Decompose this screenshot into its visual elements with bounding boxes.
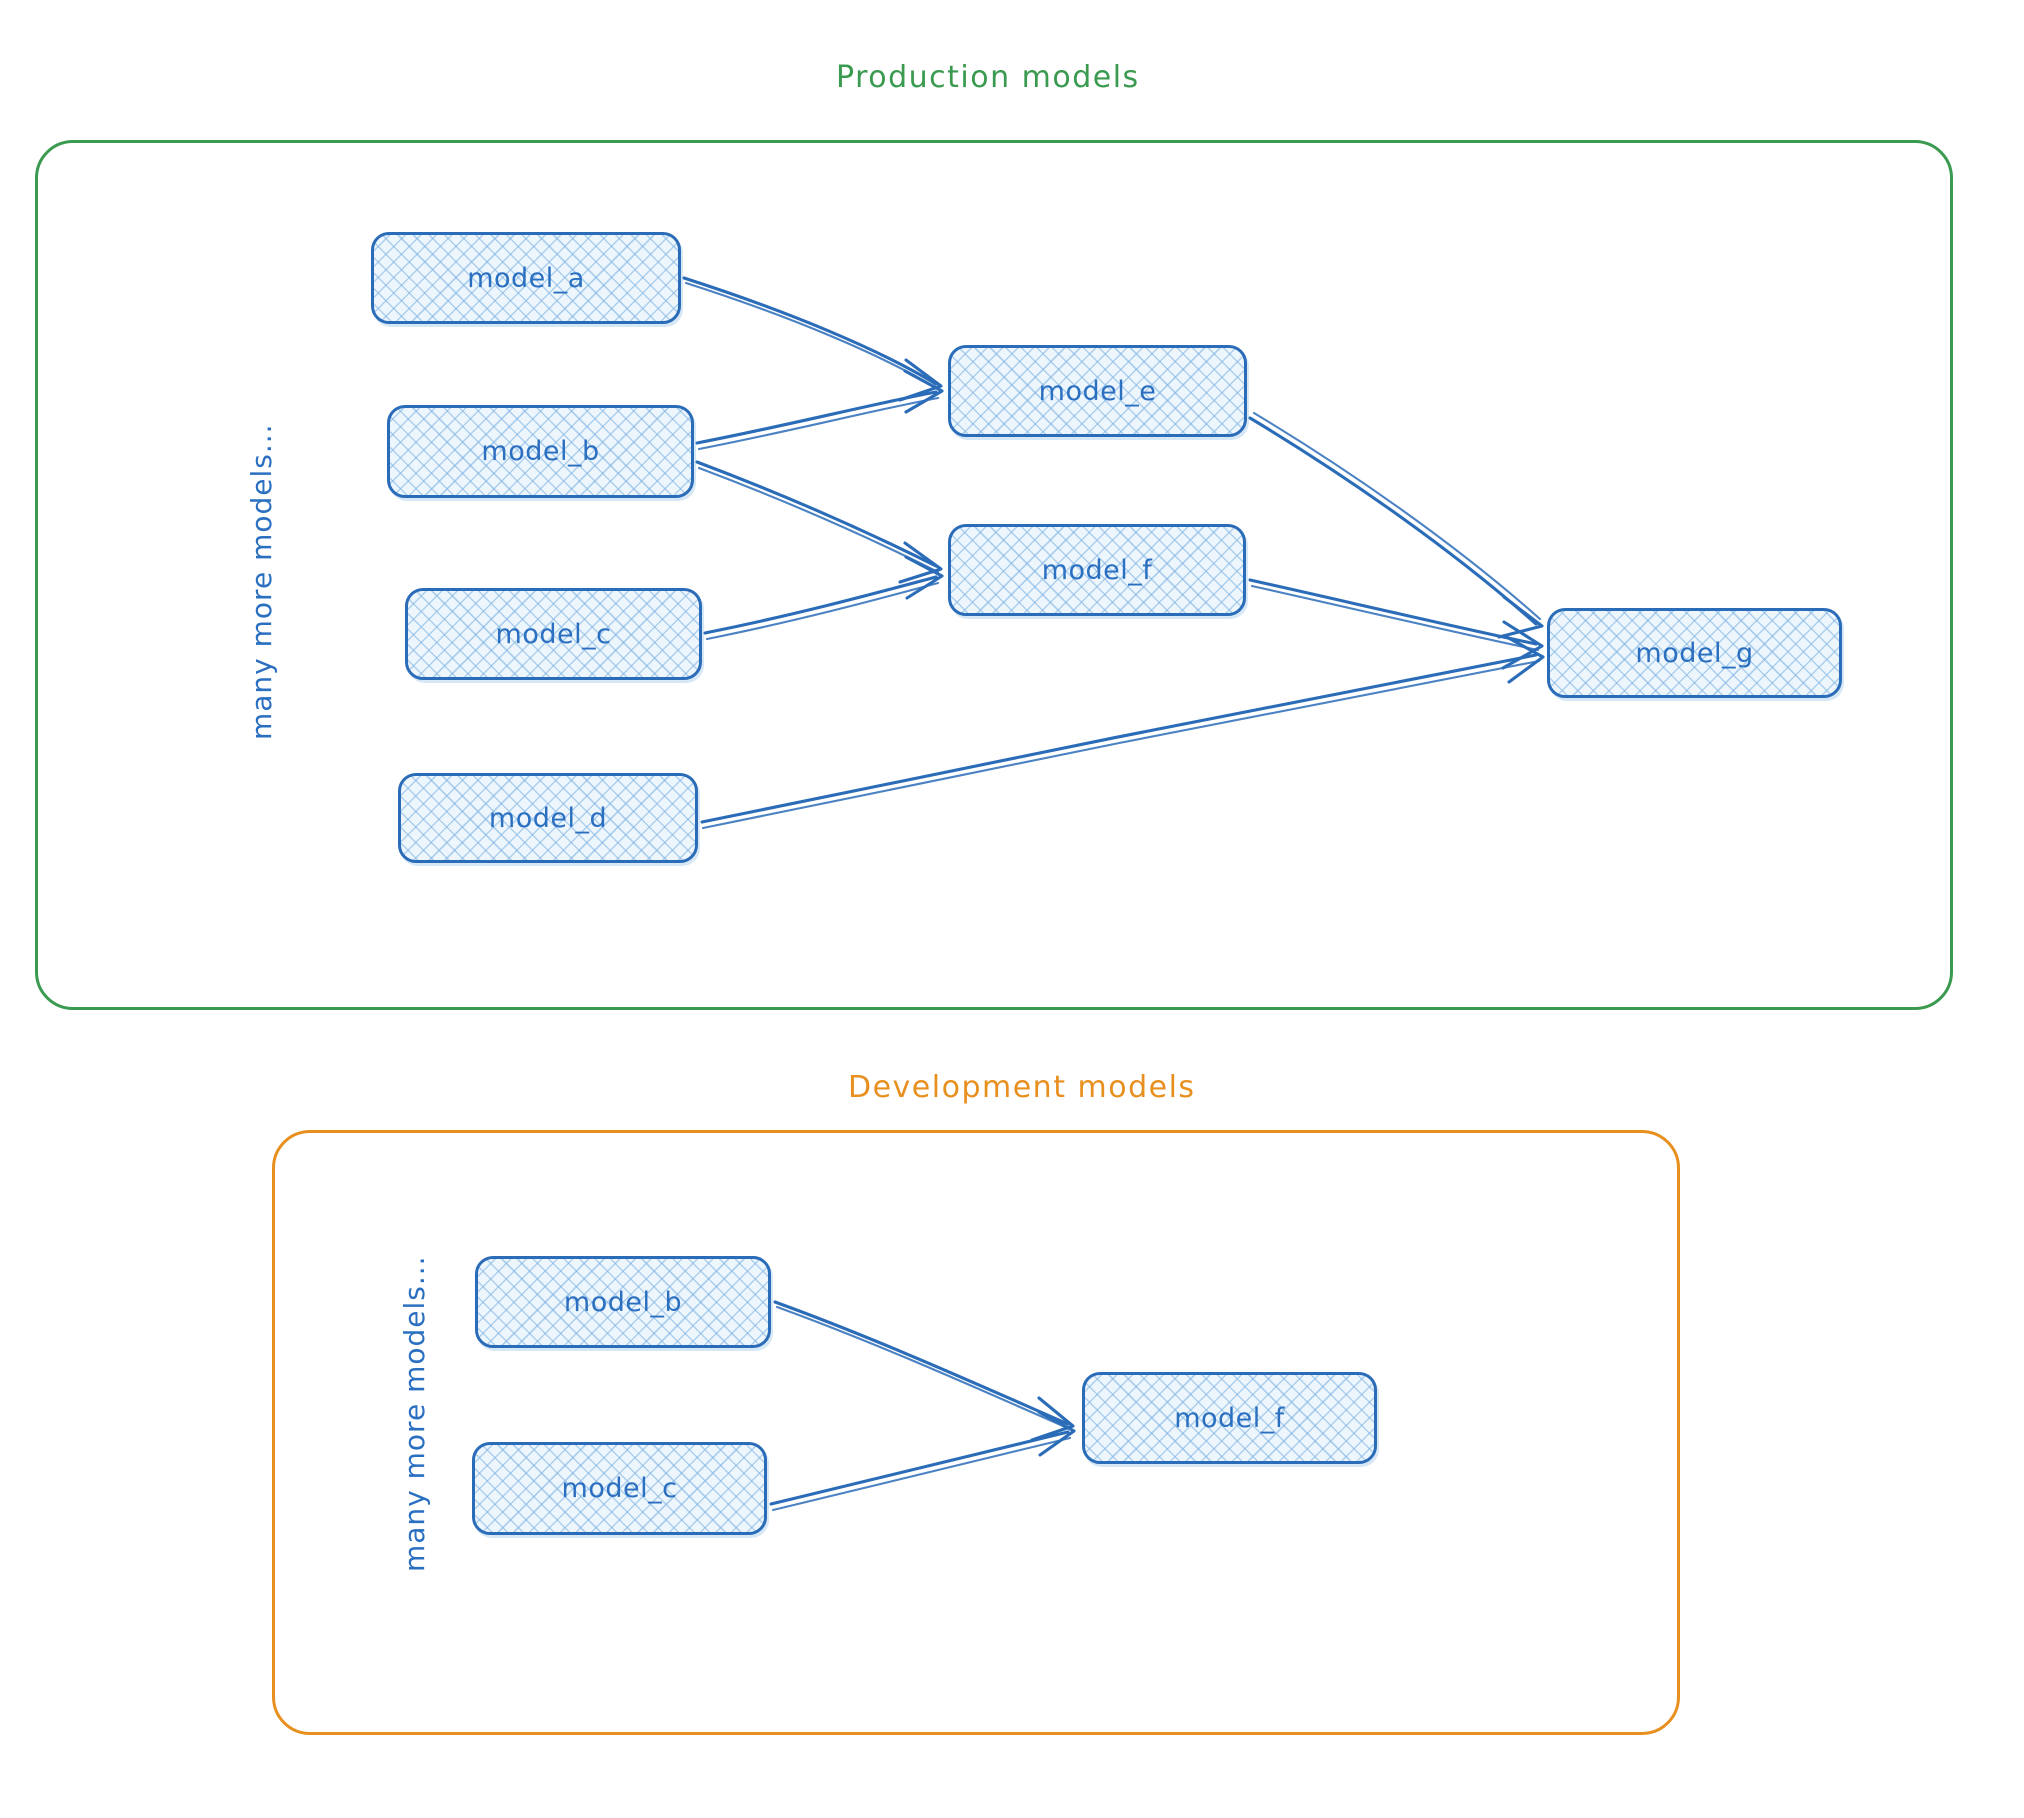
node-label: model_b xyxy=(563,1286,683,1318)
node-development-model-f[interactable]: model_f xyxy=(1082,1372,1377,1464)
node-label: model_f xyxy=(1174,1402,1285,1434)
node-production-model-a[interactable]: model_a xyxy=(371,232,681,324)
node-production-model-e[interactable]: model_e xyxy=(948,345,1247,437)
production-group-title: Production models xyxy=(836,60,1140,95)
node-production-model-f[interactable]: model_f xyxy=(948,524,1246,616)
node-production-model-b[interactable]: model_b xyxy=(387,405,694,498)
node-label: model_b xyxy=(481,436,600,467)
production-many-more-models-label: many more models... xyxy=(245,423,278,740)
production-group-container xyxy=(35,140,1953,1010)
development-group-title: Development models xyxy=(848,1070,1196,1105)
development-group-container xyxy=(272,1130,1680,1735)
node-production-model-d[interactable]: model_d xyxy=(398,773,698,863)
node-label: model_f xyxy=(1041,554,1153,586)
node-development-model-b[interactable]: model_b xyxy=(475,1256,771,1348)
node-label: model_d xyxy=(488,802,608,834)
node-label: model_c xyxy=(495,618,612,650)
node-label: model_e xyxy=(1038,375,1157,407)
node-label: model_a xyxy=(467,262,585,294)
development-many-more-models-label: many more models... xyxy=(398,1255,431,1572)
node-production-model-g[interactable]: model_g xyxy=(1547,608,1842,698)
node-label: model_c xyxy=(561,1473,678,1504)
node-label: model_g xyxy=(1635,637,1754,669)
node-production-model-c[interactable]: model_c xyxy=(405,588,702,680)
node-development-model-c[interactable]: model_c xyxy=(472,1442,767,1535)
